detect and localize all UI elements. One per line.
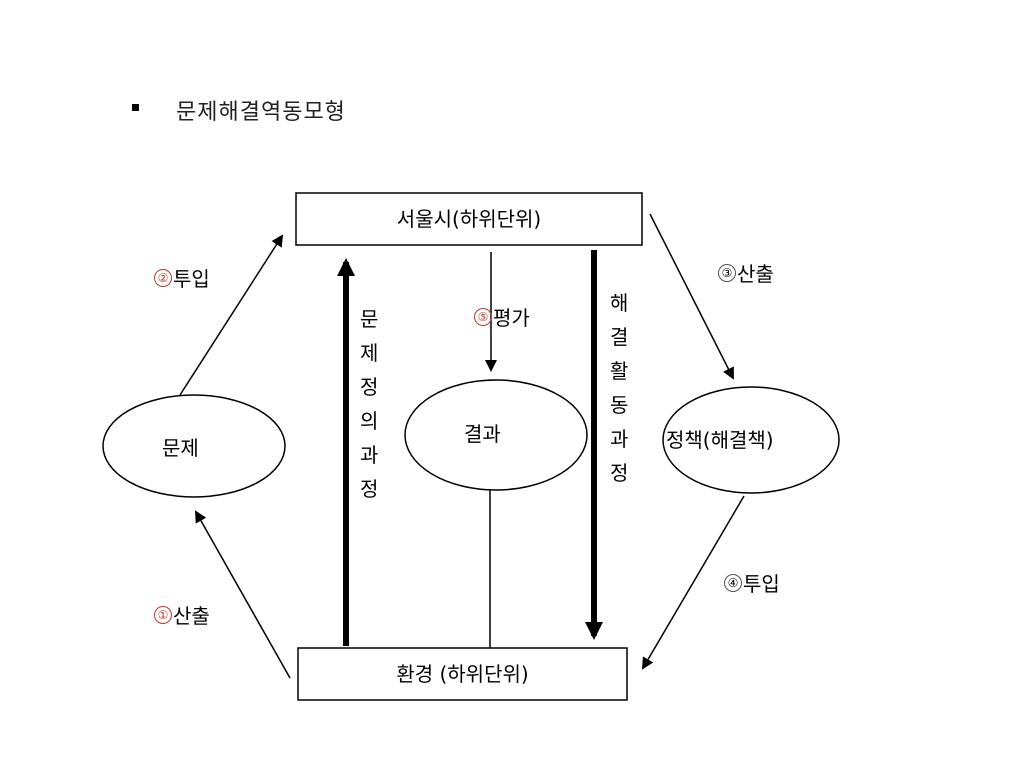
step-number-3: ③: [718, 263, 736, 282]
arrow-1-output: [195, 510, 291, 679]
result-label: 결과: [464, 422, 501, 446]
step-text: 산출: [737, 262, 774, 286]
vertical-char: 제: [360, 341, 379, 365]
solution-process-label: 해 결 활 동 과 정: [610, 286, 628, 490]
vertical-char: 동: [610, 393, 629, 417]
arrow-3-output: [649, 213, 734, 380]
vertical-char: 정: [610, 461, 629, 485]
vertical-char: 결: [610, 325, 629, 349]
vertical-char: 활: [610, 359, 629, 383]
step-text: 평가: [493, 306, 530, 330]
step-text: 투입: [743, 572, 780, 596]
step-number-5: ⑤: [474, 307, 492, 326]
step-text: 투입: [173, 267, 210, 291]
vertical-char: 해: [610, 291, 629, 315]
vertical-char: 과: [610, 427, 629, 451]
vertical-char: 정: [360, 477, 379, 501]
step-number-2: ②: [154, 268, 172, 287]
environment-box: [297, 647, 628, 701]
arrow-4-input: [641, 495, 745, 670]
seoul-box-label: 서울시(하위단위): [396, 207, 542, 231]
vertical-char: 과: [360, 443, 379, 467]
problem-label: 문제: [162, 436, 199, 460]
vertical-char: 의: [360, 409, 379, 433]
seoul-box: [295, 192, 643, 246]
step-text: 산출: [173, 604, 210, 628]
arrow-2-input: [179, 234, 284, 396]
environment-box-label: 환경 (하위단위): [396, 662, 529, 686]
step-number-4: ④: [724, 573, 742, 592]
policy-label: 정책(해결책): [666, 428, 774, 452]
result-ellipse: [404, 379, 588, 491]
policy-ellipse: [662, 386, 840, 494]
slide-title: 문제해결역동모형: [176, 100, 346, 125]
vertical-char: 정: [360, 375, 379, 399]
vertical-char: 문: [360, 307, 379, 331]
definition-process-label: 문 제 정 의 과 정: [360, 302, 378, 506]
problem-ellipse: [102, 394, 286, 498]
bullet-icon: [132, 104, 139, 111]
step-number-1: ①: [154, 605, 172, 624]
